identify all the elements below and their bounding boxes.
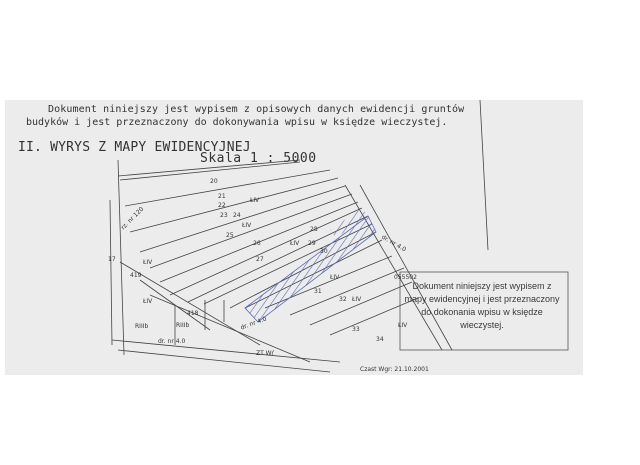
land-class-label: RIIIb [135,323,149,330]
land-class-label: ŁIV [398,322,408,329]
parcel-label: 21 [218,193,226,200]
land-class-label: ŁIV [242,222,252,229]
section-title: II. WYRYS Z MAPY EWIDENCYJNEJ [18,140,251,155]
bottom-label: Czast Wgr: 21.10.2001 [360,366,429,373]
land-class-label: ŁIV [352,296,362,303]
misc-label: ZT Wŕ [256,350,274,357]
parcel-label: 28 [310,226,318,233]
parcel-label: 20 [210,178,218,185]
land-class-label: RIIIb [176,322,190,329]
parcel-label: 26 [253,240,261,247]
parcel-label: 22 [218,202,226,209]
land-class-label: ŁIV [143,298,153,305]
parcel-label: 32 [339,296,347,303]
parcel-label: 23 [220,212,228,219]
parcel-label: 25 [226,232,234,239]
map-scale: Skala 1 : 5000 [200,151,317,166]
parcel-label: 17 [108,256,116,263]
parcel-label: 31 [314,288,322,295]
parcel-label: 27 [256,256,264,263]
parcel-label: 30 [320,248,328,255]
parcel-label: 29 [308,240,316,247]
land-class-label: ŁIV [143,259,153,266]
stamp-line-1: Dokument niniejszy jest wypisem z [412,281,552,291]
header-line-1: Dokument niniejszy jest wypisem z opisow… [48,104,465,115]
parcel-label: 419 [130,272,142,279]
misc-label: 055502 [394,274,417,281]
road-label: dr. nr 4.0 [158,338,186,345]
stamp-line-3: do dokonania wpisu w księdze [421,307,543,317]
land-class-label: ŁIV [250,197,260,204]
land-class-label: ŁIV [290,240,300,247]
stamp-line-2: mapy ewidencyjnej i jest przeznaczony [404,294,560,304]
header-line-2: budyków i jest przeznaczony do dokonywan… [26,117,448,128]
scan-band [5,100,583,375]
stamp-line-4: wieczystej. [460,320,504,330]
parcel-label: 33 [352,326,360,333]
parcel-label: 418 [187,310,199,317]
land-class-label: ŁIV [330,274,340,281]
parcel-label: 34 [376,336,384,343]
parcel-label: 24 [233,212,241,219]
stamp-text: Dokument niniejszy jest wypisem z mapy e… [402,280,562,332]
